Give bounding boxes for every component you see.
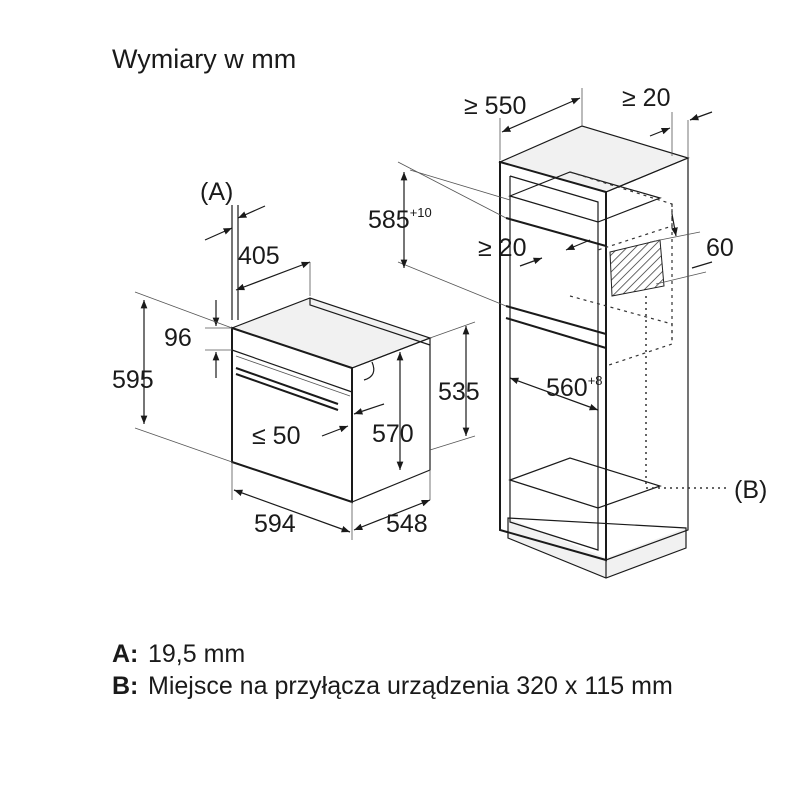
dim-niche-width: 560 [546, 374, 588, 402]
dim-oven-depth: 548 [386, 510, 428, 538]
dim-gap-side: ≥ 20 [478, 234, 526, 262]
dim-oven-side-height: 535 [438, 378, 480, 406]
dim-gap-top: ≥ 20 [622, 84, 670, 112]
legend-text: Miejsce na przyłącza urządzenia 320 x 11… [148, 672, 673, 700]
legend-row-a: A: 19,5 mm [112, 638, 772, 670]
dim-niche-height-tolerance: +10 [410, 205, 432, 220]
cabinet-dimension-lines [397, 88, 730, 489]
svg-text:585+10: 585+10 [368, 205, 432, 234]
legend: A: 19,5 mm B: Miejsce na przyłącza urząd… [112, 638, 772, 702]
dim-niche-width-tolerance: +8 [588, 373, 603, 388]
dim-oven-width: 594 [254, 510, 296, 538]
label-a: (A) [200, 178, 233, 206]
dim-door-gap: ≤ 50 [252, 422, 300, 450]
dim-vent-depth: 60 [706, 234, 734, 262]
dim-panel-height: 96 [164, 324, 192, 352]
diagram-title: Wymiary w mm [112, 44, 296, 74]
legend-text: 19,5 mm [148, 640, 246, 668]
oven-dimension-lines [134, 205, 476, 540]
legend-key: A: [112, 640, 139, 668]
dim-oven-inner-height: 570 [372, 420, 414, 448]
dim-niche-height: 585 [368, 206, 410, 234]
dim-oven-depth-a: 405 [238, 242, 280, 270]
svg-text:560+8: 560+8 [546, 373, 603, 402]
label-b: (B) [734, 476, 767, 504]
legend-key: B: [112, 672, 139, 700]
dim-oven-height: 595 [112, 366, 154, 394]
cabinet-drawing [498, 125, 690, 579]
dim-cabinet-depth: ≥ 550 [464, 92, 526, 120]
legend-row-b: B: Miejsce na przyłącza urządzenia 320 x… [112, 670, 772, 702]
